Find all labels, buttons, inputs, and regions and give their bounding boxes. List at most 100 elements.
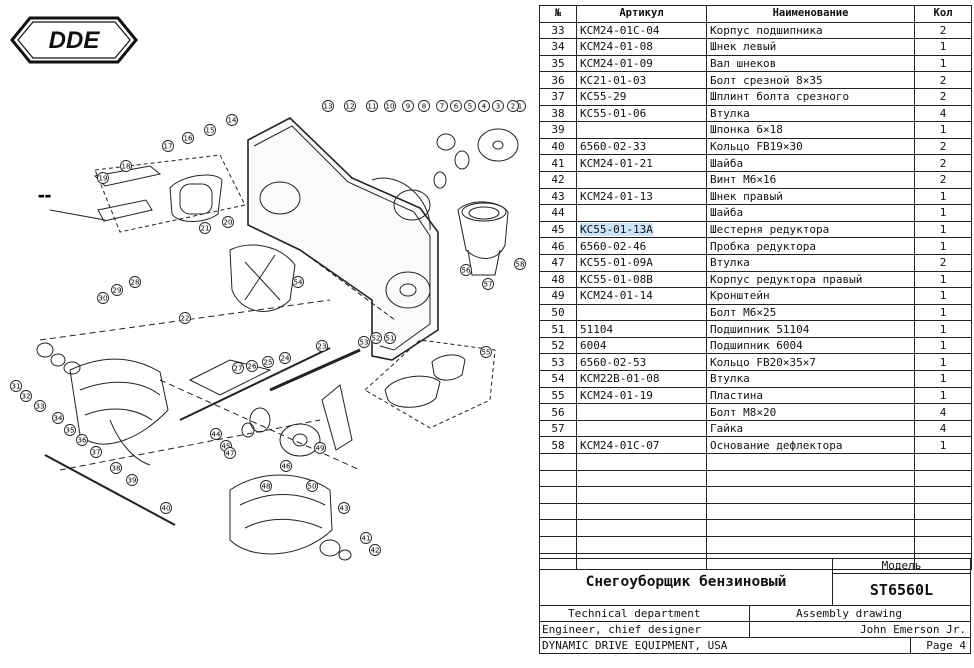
callout-number: 13 xyxy=(324,103,333,111)
callout-5: 5 xyxy=(464,100,476,112)
parts-cell-qty: 1 xyxy=(914,386,972,405)
parts-cell-name: Болт срезной 8×35 xyxy=(706,71,915,89)
callout-number: 15 xyxy=(206,127,215,135)
drawing-type-cell: Assembly drawing xyxy=(749,605,971,622)
callout-number: 12 xyxy=(346,103,355,111)
callout-8: 8 xyxy=(418,100,430,112)
callout-27: 27 xyxy=(232,362,244,374)
parts-cell-qty: 1 xyxy=(914,287,972,305)
parts-cell-qty: 2 xyxy=(914,253,972,272)
parts-cell-num: 51 xyxy=(539,320,577,338)
callout-20: 20 xyxy=(222,216,234,228)
parts-cell-empty xyxy=(539,469,577,488)
parts-cell-num: 39 xyxy=(539,121,577,139)
callout-number: 20 xyxy=(224,219,233,227)
callout-number: 54 xyxy=(294,279,303,287)
callout-number: 36 xyxy=(78,437,87,445)
parts-cell-empty xyxy=(914,486,972,504)
callout-54: 54 xyxy=(292,276,304,288)
parts-cell-qty: 1 xyxy=(914,303,972,322)
parts-cell-name: Пластина xyxy=(706,386,915,405)
callout-number: 51 xyxy=(386,335,395,343)
person-cell: John Emerson Jr. xyxy=(749,621,971,638)
parts-cell-article: 6560-02-46 xyxy=(576,237,707,255)
callout-2: 2 xyxy=(507,100,519,112)
callout-number: 16 xyxy=(184,135,193,143)
callout-number: 56 xyxy=(462,267,471,275)
model-number: ST6560L xyxy=(832,573,971,606)
callout-number: 27 xyxy=(234,365,243,373)
drawing-lines xyxy=(36,117,519,561)
parts-cell-article: КСМ24-01-08 xyxy=(576,38,707,56)
parts-cell-name: Подшипник 51104 xyxy=(706,320,915,338)
callout-number: 8 xyxy=(422,103,426,111)
callout-23: 23 xyxy=(316,340,328,352)
parts-cell-qty: 2 xyxy=(914,21,972,40)
parts-cell-article: КСМ24-01-19 xyxy=(576,386,707,405)
parts-cell-article: КС55-01-13А xyxy=(576,220,707,239)
parts-row-empty xyxy=(539,469,972,488)
parts-cell-empty xyxy=(539,486,577,504)
callout-38: 38 xyxy=(110,462,122,474)
parts-cell-name: Кольцо FB20×35×7 xyxy=(706,353,915,372)
callout-number: 31 xyxy=(12,383,21,391)
callout-11: 11 xyxy=(366,100,378,112)
callout-41: 41 xyxy=(360,532,372,544)
parts-cell-num: 37 xyxy=(539,87,577,106)
parts-cell-article: КС55-01-08В xyxy=(576,270,707,289)
parts-cell-num: 38 xyxy=(539,104,577,123)
callout-57: 57 xyxy=(482,278,494,290)
model-label: Модель xyxy=(832,558,971,574)
callout-number: 43 xyxy=(340,505,349,513)
parts-cell-num: 57 xyxy=(539,419,577,438)
parts-cell-empty xyxy=(706,486,915,504)
callout-number: 34 xyxy=(54,415,63,423)
logo-text: DDE xyxy=(49,27,101,54)
callout-number: 44 xyxy=(212,431,221,439)
callout-number: 39 xyxy=(128,477,137,485)
callout-19: 19 xyxy=(97,172,109,184)
parts-cell-empty xyxy=(706,519,915,537)
parts-cell-name: Винт М6×16 xyxy=(706,170,915,189)
parts-cell-num: 54 xyxy=(539,370,577,388)
parts-cell-name: Вал шнеков xyxy=(706,54,915,73)
parts-cell-num: 50 xyxy=(539,303,577,322)
callout-24: 24 xyxy=(279,352,291,364)
callout-number: 32 xyxy=(22,393,31,401)
parts-cell-num: 48 xyxy=(539,270,577,289)
header-qty: Кол xyxy=(914,5,972,23)
callout-number: 37 xyxy=(92,449,101,457)
callout-49: 49 xyxy=(314,442,326,454)
callout-number: 58 xyxy=(516,261,525,269)
parts-cell-qty: 2 xyxy=(914,71,972,89)
callout-39: 39 xyxy=(126,474,138,486)
callout-number: 25 xyxy=(264,359,273,367)
parts-cell-num: 34 xyxy=(539,38,577,56)
parts-cell-num: 40 xyxy=(539,137,577,156)
callout-number: 42 xyxy=(371,547,380,555)
callout-32: 32 xyxy=(20,390,32,402)
parts-cell-empty xyxy=(576,469,707,488)
callout-31: 31 xyxy=(10,380,22,392)
callout-number: 41 xyxy=(362,535,371,543)
parts-cell-empty xyxy=(539,536,577,554)
parts-cell-num: 33 xyxy=(539,21,577,40)
callout-17: 17 xyxy=(162,140,174,152)
callout-number: 24 xyxy=(281,355,290,363)
parts-cell-num: 58 xyxy=(539,436,577,455)
callout-number: 40 xyxy=(162,505,171,513)
parts-cell-name: Шайба xyxy=(706,204,915,222)
callout-18: 18 xyxy=(120,160,132,172)
callout-21: 21 xyxy=(199,222,211,234)
callout-48: 48 xyxy=(260,480,272,492)
parts-row-empty xyxy=(539,552,972,571)
callout-number: 18 xyxy=(122,163,131,171)
callout-number: 35 xyxy=(66,427,75,435)
callout-58: 58 xyxy=(514,258,526,270)
